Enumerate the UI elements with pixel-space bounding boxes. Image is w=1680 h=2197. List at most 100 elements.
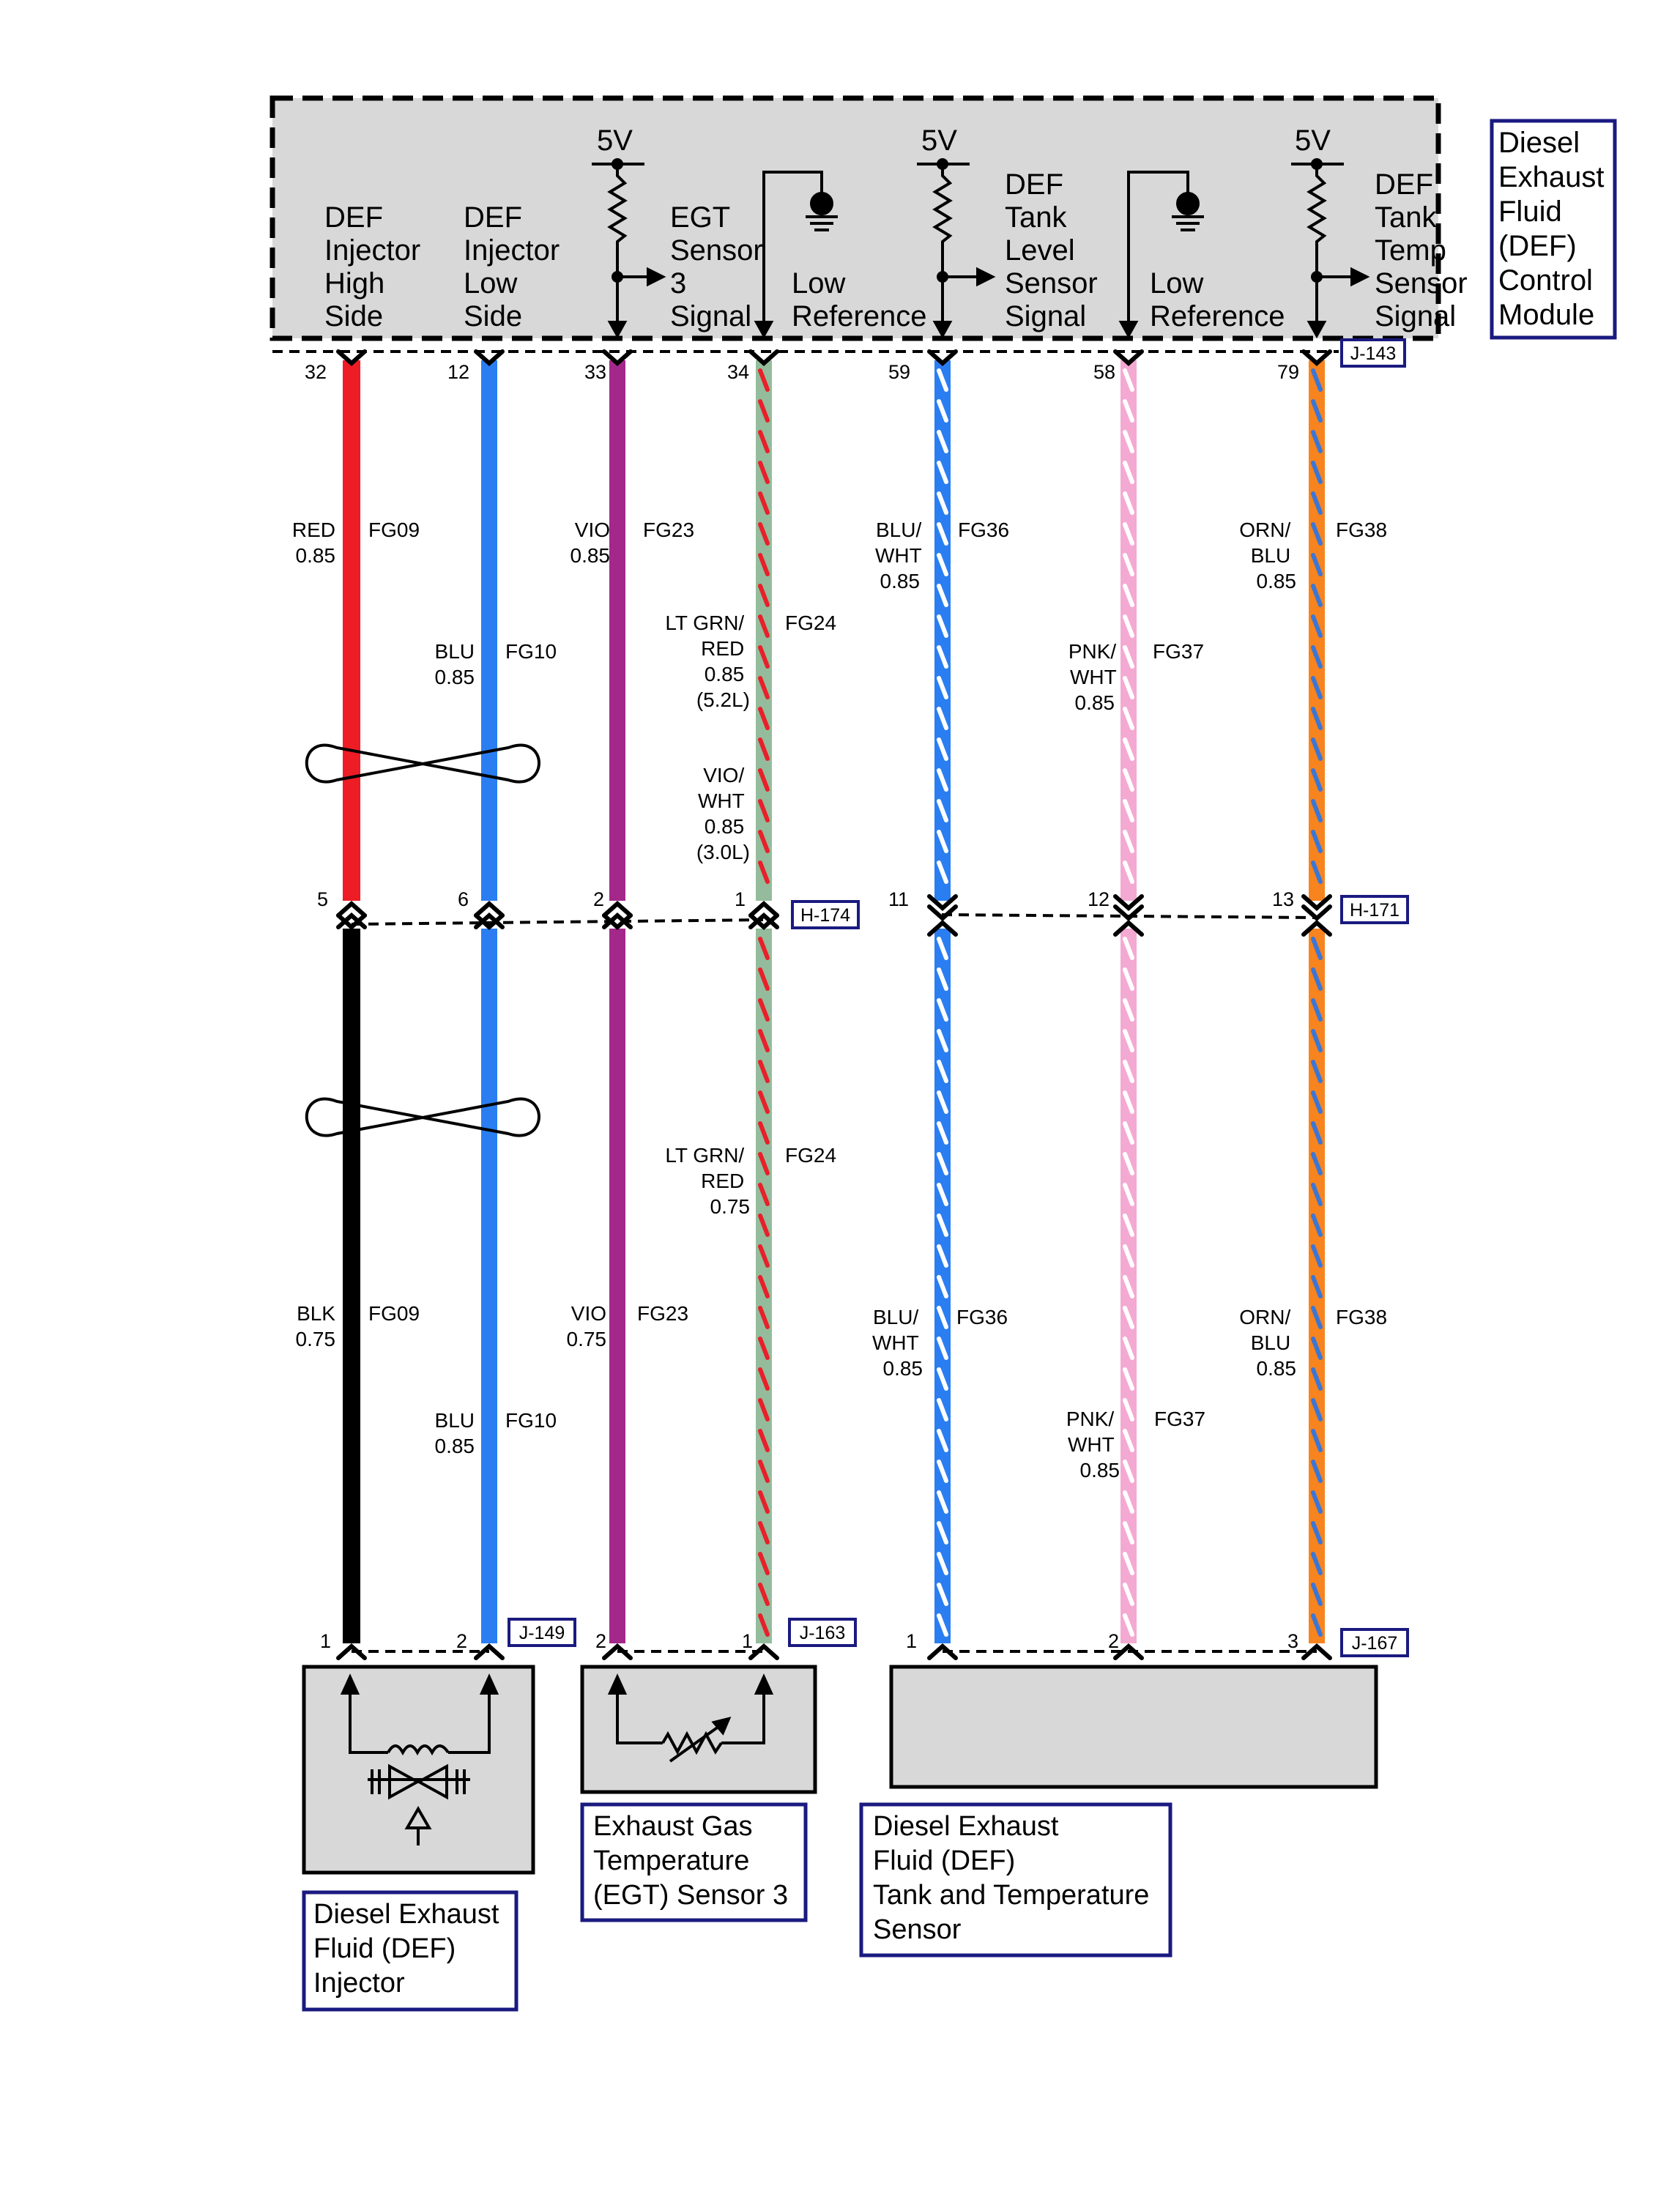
circuit-label-injector-low: DEF Injector Low Side — [464, 201, 568, 332]
svg-text:BLU/ WHT 0.85: BLU/ WHT 0.85 — [872, 1306, 924, 1380]
wire-stripe — [1311, 1029, 1323, 1052]
control-module-name: Diesel Exhaust Fluid (DEF) Control Modul… — [1498, 127, 1613, 331]
pin-terminal-icon — [1113, 349, 1144, 367]
wire-stripe — [937, 1306, 948, 1329]
wire-stripe — [937, 1398, 948, 1421]
def-tank-sensor-component — [889, 1665, 1378, 1789]
wire-stripe — [758, 1398, 770, 1421]
pin-number: 2 — [1108, 1630, 1119, 1652]
wire-stripe — [758, 1306, 770, 1329]
wire-stripe — [1123, 461, 1134, 484]
wire-stripe — [1311, 937, 1323, 960]
pin-terminal-icon — [1301, 904, 1332, 922]
svg-text:Diesel Exhaust Fluid (DE: Diesel Exhaust Fluid (DEF) Injector — [313, 1899, 507, 1999]
wire-label-6-bottom: PNK/ WHT 0.85 FG37 — [1066, 1408, 1205, 1482]
svg-text:VIO/ WHT 0.85: VIO/ WHT 0.85 (3.0L) — [696, 764, 750, 863]
svg-text:PNK/ WHT 0.85: PNK/ WHT 0.85 — [1066, 1408, 1120, 1482]
wire-stripe — [758, 1090, 770, 1114]
pin-terminal-icon — [336, 912, 367, 929]
wire-stripe — [1311, 737, 1323, 761]
wire-stripe — [758, 1060, 770, 1083]
wire-label-5-bottom: BLU/ WHT 0.85 FG36 — [872, 1306, 1008, 1380]
wire-stripe — [1123, 860, 1134, 884]
pin-number: 2 — [456, 1630, 467, 1652]
wire-stripe — [758, 998, 770, 1022]
svg-text:J-167: J-167 — [1352, 1633, 1398, 1654]
wire-stripe — [937, 1613, 948, 1637]
wires-layer — [336, 349, 1332, 1660]
pin-terminal-icon — [602, 912, 633, 929]
wire-stripe — [758, 461, 770, 484]
connector-tag-j163: J-163 — [788, 1618, 857, 1647]
wire-stripe — [1123, 614, 1134, 638]
wire-stripe — [758, 676, 770, 699]
wire-stripe — [937, 1090, 948, 1114]
wire-stripe — [937, 614, 948, 638]
wire-stripe — [1123, 1367, 1134, 1391]
pin-terminal-icon — [336, 349, 367, 367]
ground-icon — [754, 171, 838, 339]
wire-label-7-top: ORN/ BLU 0.85 FG38 — [1239, 518, 1387, 592]
wire-stripe — [758, 737, 770, 761]
pin-number: 33 — [584, 361, 606, 383]
wire-stripe — [758, 614, 770, 638]
wire-stripe — [1123, 522, 1134, 546]
wire-stripe — [1123, 1275, 1134, 1298]
ground-icon — [1118, 171, 1204, 339]
wire-stripe — [937, 491, 948, 515]
svg-text:LT GRN/ RED 0.75: LT GRN/ RED 0.75 — [665, 1144, 750, 1218]
wire-stripe — [1123, 1337, 1134, 1360]
wire-stripe — [937, 1521, 948, 1544]
svg-text:FG36: FG36 — [958, 518, 1009, 541]
connector-tag-j149: J-149 — [508, 1618, 576, 1647]
wire-stripe — [1311, 1244, 1323, 1268]
wire-stripe — [937, 1060, 948, 1083]
wire-stripe — [1123, 1183, 1134, 1206]
wire-stripe — [1311, 1460, 1323, 1483]
wire-stripe — [1123, 768, 1134, 792]
wire-stripe — [1311, 676, 1323, 699]
wire-stripe — [1123, 1552, 1134, 1575]
pin-terminal-icon — [1301, 349, 1332, 367]
svg-text:J-149: J-149 — [519, 1623, 565, 1643]
supply-5v-label-2: 5V — [921, 124, 957, 157]
wire-stripe — [1311, 1306, 1323, 1329]
pin-terminal-icon — [474, 349, 505, 367]
wire-stripe — [1311, 645, 1323, 669]
wire-stripe — [758, 1213, 770, 1237]
wire-stripe — [1311, 799, 1323, 822]
wire-stripe — [937, 1121, 948, 1145]
pin-terminal-icon — [336, 900, 367, 918]
pin-terminal-icon — [927, 894, 958, 912]
wire-1-top — [343, 360, 360, 901]
pin-number: 1 — [742, 1630, 753, 1652]
wire-stripe — [1311, 1090, 1323, 1114]
svg-text:FG36: FG36 — [956, 1306, 1008, 1328]
wire-stripe — [758, 522, 770, 546]
pin-terminal-icon — [602, 900, 633, 918]
wire-stripe — [758, 1337, 770, 1360]
wire-stripe — [1311, 1429, 1323, 1452]
wire-stripe — [1311, 1337, 1323, 1360]
wire-stripe — [1123, 553, 1134, 576]
egt-sensor-name-box: Exhaust Gas Temperature (EGT) Sensor 3 — [580, 1802, 808, 1922]
wire-stripe — [1311, 1613, 1323, 1637]
wire-stripe — [937, 1183, 948, 1206]
pin-number: 34 — [727, 361, 749, 383]
wire-stripe — [1311, 430, 1323, 453]
wire-stripe — [758, 860, 770, 884]
def-injector-component — [302, 1665, 535, 1875]
wire-stripe — [758, 1521, 770, 1544]
circuit-label-low-reference-1: Low Reference — [792, 267, 927, 332]
svg-text:LT GRN/ RED 0.85: LT GRN/ RED 0.85 (5.2L) — [665, 611, 750, 711]
wire-stripe — [1311, 614, 1323, 638]
pin-terminal-icon — [748, 913, 779, 931]
wire-label-7-bottom: ORN/ BLU 0.85 FG38 — [1239, 1306, 1387, 1380]
wire-stripe — [1123, 1398, 1134, 1421]
